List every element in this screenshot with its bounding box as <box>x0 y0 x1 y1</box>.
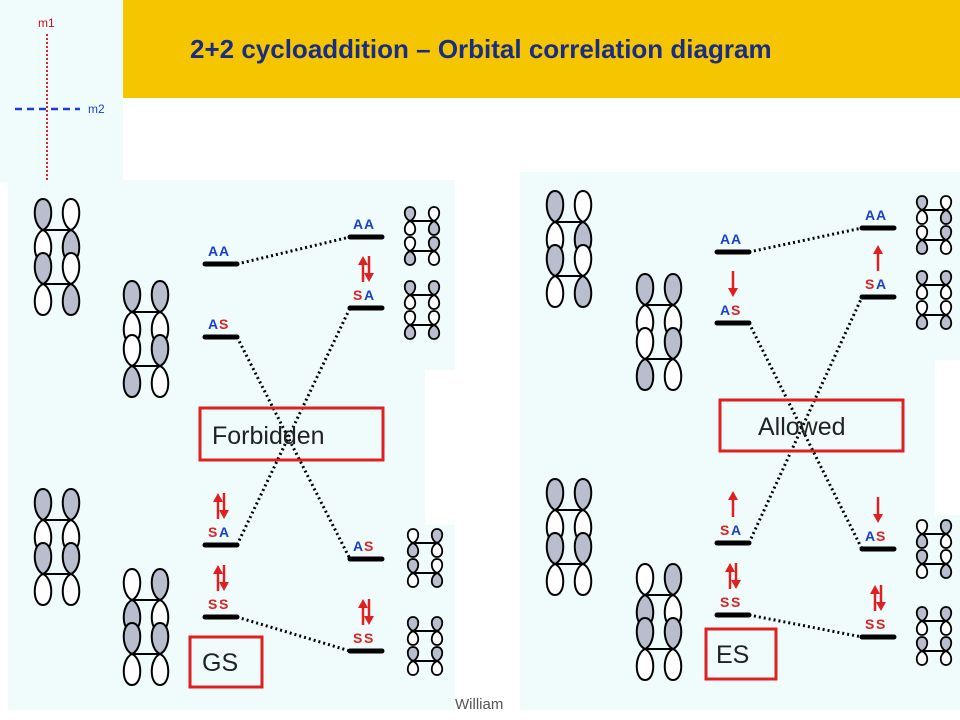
symmetry-plane-legend: m1 m2 <box>0 0 123 182</box>
correlation-line <box>236 235 351 266</box>
legend-m1-label: m1 <box>38 16 55 30</box>
electron-arrows <box>358 599 374 625</box>
cyclobutane-orbital-icon <box>915 195 953 255</box>
electron-arrows <box>873 245 883 271</box>
p-orbital-pair-icon <box>122 333 170 399</box>
electron-arrows <box>358 256 374 282</box>
symmetry-label-m2: S <box>731 302 740 318</box>
symmetry-label-m2: A <box>364 287 374 303</box>
electron-arrows <box>725 563 741 589</box>
symmetry-label-m1: S <box>353 630 362 646</box>
correlation-line <box>235 307 352 546</box>
symmetry-label-m2: A <box>876 207 886 223</box>
footer-credit: William <box>455 696 504 713</box>
symmetry-label-m2: A <box>731 522 741 538</box>
correlation-line <box>748 613 863 639</box>
allowed-panel-background <box>520 172 960 710</box>
symmetry-label-m1: S <box>865 276 874 292</box>
symmetry-label-m1: S <box>353 287 362 303</box>
page-title: 2+2 cycloaddition – Orbital correlation … <box>190 34 772 64</box>
cyclobutane-orbital-icon <box>915 519 953 579</box>
correlation-line <box>748 226 863 254</box>
gs-label-box: GS <box>188 635 264 689</box>
symmetry-label-m2: S <box>876 528 885 544</box>
symmetry-label-m1: A <box>720 231 730 247</box>
p-orbital-pair-icon <box>635 616 683 682</box>
p-orbital-pair-icon <box>635 326 683 392</box>
p-orbital-pair-icon <box>545 531 593 597</box>
electron-arrows <box>213 493 229 519</box>
forbidden-panel-background <box>8 180 458 710</box>
correlation-line <box>747 322 864 550</box>
electron-arrows <box>728 271 738 297</box>
cyclobutane-orbital-icon <box>406 616 444 676</box>
symmetry-label-m2: S <box>364 538 373 554</box>
title-banner <box>123 0 960 98</box>
p-orbital-pair-icon <box>33 541 81 607</box>
symmetry-label-m2: A <box>876 276 886 292</box>
symmetry-label-m2: S <box>219 596 228 612</box>
symmetry-label-m1: S <box>720 594 729 610</box>
symmetry-label-m1: A <box>865 528 875 544</box>
electron-arrows <box>728 491 738 517</box>
symmetry-label-m1: A <box>208 316 218 332</box>
forbidden-label: Forbidden <box>212 422 325 450</box>
electron-arrows <box>873 497 883 523</box>
cyclobutane-orbital-icon <box>403 280 441 340</box>
cyclobutane-orbital-icon <box>406 528 444 588</box>
excited-state-label: ES <box>716 641 749 669</box>
es-label-box: ES <box>704 627 778 681</box>
symmetry-label-m1: S <box>865 616 874 632</box>
p-orbital-pair-icon <box>33 251 81 317</box>
allowed-label-box: Allowed <box>718 398 905 453</box>
ground-state-label: GS <box>202 649 238 677</box>
cyclobutane-orbital-icon <box>915 606 953 666</box>
p-orbital-pair-icon <box>122 621 170 687</box>
symmetry-label-m2: A <box>219 524 229 540</box>
symmetry-label-m1: A <box>208 243 218 259</box>
symmetry-label-m2: S <box>731 594 740 610</box>
symmetry-label-m2: S <box>364 630 373 646</box>
electron-arrows <box>213 565 229 591</box>
cyclobutane-orbital-icon <box>915 270 953 330</box>
cyclobutane-orbital-icon <box>403 206 441 266</box>
symmetry-label-m1: S <box>720 522 729 538</box>
symmetry-label-m2: S <box>876 616 885 632</box>
symmetry-label-m2: A <box>364 216 374 232</box>
symmetry-label-m1: A <box>720 302 730 318</box>
symmetry-label-m1: A <box>353 216 363 232</box>
p-orbital-pair-icon <box>545 243 593 309</box>
legend-m2-label: m2 <box>88 102 105 116</box>
symmetry-label-m2: S <box>219 316 228 332</box>
p-orbital-pair-icon <box>545 477 593 543</box>
symmetry-label-m1: S <box>208 524 217 540</box>
symmetry-label-m1: A <box>865 207 875 223</box>
allowed-label: Allowed <box>758 413 846 441</box>
symmetry-label-m1: S <box>208 596 217 612</box>
symmetry-label-m1: A <box>353 538 363 554</box>
symmetry-label-m2: A <box>731 231 741 247</box>
correlation-line <box>235 336 352 560</box>
symmetry-label-m2: A <box>219 243 229 259</box>
forbidden-label-box: Forbidden <box>198 406 385 462</box>
correlation-line <box>747 296 864 544</box>
electron-arrows <box>870 585 886 611</box>
